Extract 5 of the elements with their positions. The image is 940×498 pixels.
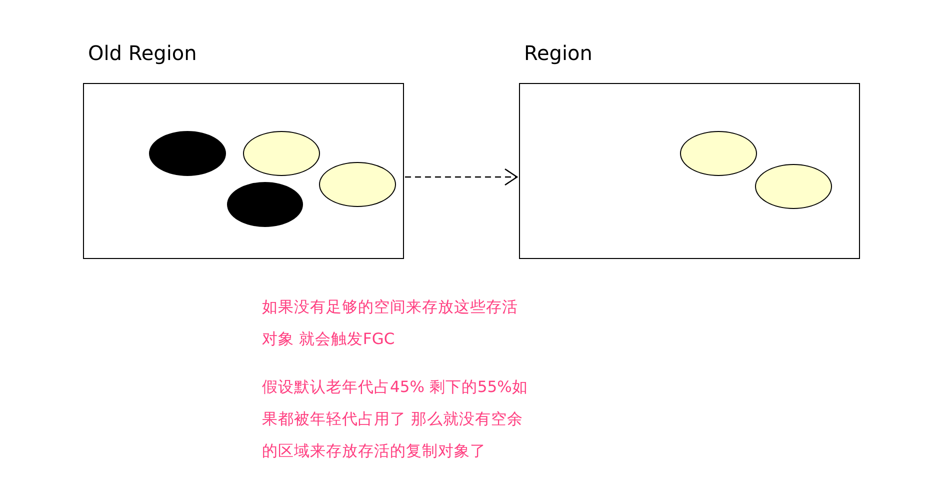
arrow bbox=[405, 168, 518, 186]
note-text: 如果没有足够的空间来存放这些存活对象 就会触发FGC bbox=[262, 297, 519, 350]
region-heading: Old Region bbox=[88, 41, 197, 65]
note-text: 假设默认老年代占45% 剩下的55%如果都被年轻代占用了 那么就没有空余的区域来存放存活的复制对象了 bbox=[262, 377, 528, 462]
region-heading: Region bbox=[524, 41, 592, 65]
